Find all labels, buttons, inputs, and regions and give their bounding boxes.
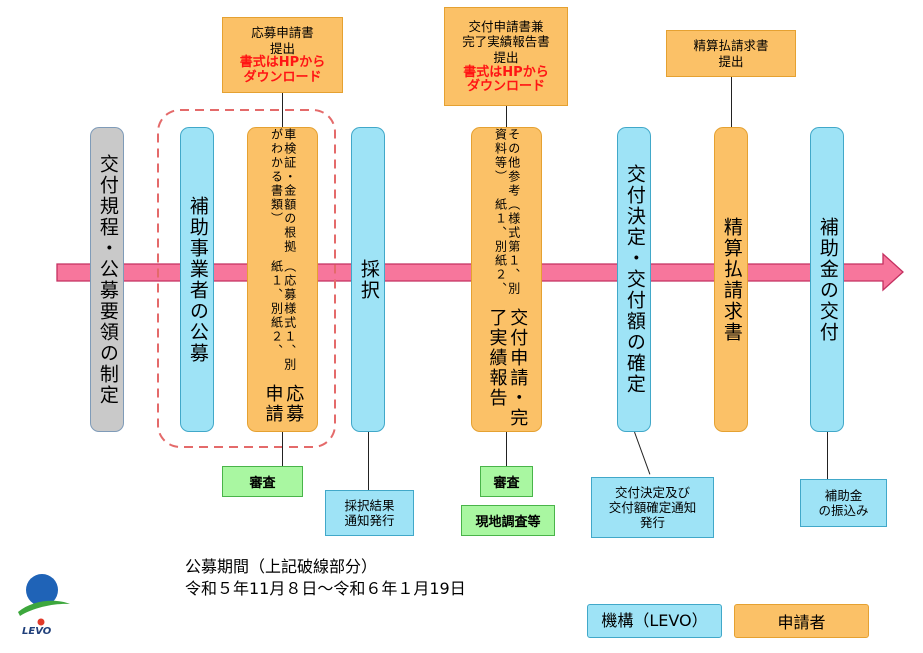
step-kettei: 交付決定・交付額の確定 [617,127,651,432]
oubo-main: 応募申請 [262,383,305,424]
legend-applicant: 申請者 [734,604,869,638]
step-seisan: 精算払請求書 [714,127,748,432]
connector-saitaku [368,432,370,490]
offering-period-label: 公募期間（上記破線部分） [185,557,378,576]
oubo-sub2: 車検証・金額の根拠がわかる書類） [269,128,297,254]
kofu-sub: （様式第１、別紙１、別紙２、 [493,198,521,297]
kettei-tsuchi-box: 交付決定及び 交付額確定通知 発行 [591,477,714,538]
connector-note2 [506,106,508,127]
connector-furikomi [827,432,829,479]
connector-shinsa2 [506,432,508,466]
kofu-sub2: その他参考資料等） [493,128,521,198]
kofu-main: 交付申請・完了実績報告 [486,308,529,429]
shinsa-box-2: 審査 [480,466,533,497]
note-seisan-teishutsu: 精算払請求書 提出 [666,30,796,77]
connector-note3 [731,77,733,127]
offering-period-dates: 令和５年11月８日～令和６年１月19日 [185,579,466,599]
genchi-chousa-box: 現地調査等 [461,505,555,536]
step-kofu-kitei: 交付規程・公募要領の制定 [90,127,124,432]
saitaku-kekka-box: 採択結果 通知発行 [325,490,414,536]
offering-period: 公募期間（上記破線部分） 令和５年11月８日～令和６年１月19日 [185,556,565,601]
levo-logo: LEVO [12,570,82,642]
step-kofu-shinsei: その他参考資料等） （様式第１、別紙１、別紙２、 交付申請・完了実績報告 [471,127,542,432]
connector-shinsa1 [282,432,284,466]
public-offering-dashed-frame [157,109,336,448]
legend-agency: 機構（LEVO） [587,604,722,638]
step-oubo-shinsei: 車検証・金額の根拠がわかる書類） （応募様式１、別紙１、別紙２、 応募申請 [247,127,318,432]
step-kofu: 補助金の交付 [810,127,844,432]
step-saitaku: 採択 [351,127,385,432]
levo-logo-icon [18,574,70,626]
furikomi-box: 補助金 の振込み [800,479,887,527]
note-oubo-teishutsu: 応募申請書 提出 書式はHPから ダウンロード [222,17,343,93]
oubo-sub: （応募様式１、別紙１、別紙２、 [269,260,297,373]
step-hojo-koubo: 補助事業者の公募 [180,127,214,432]
levo-logo-text: LEVO [22,626,52,637]
connector-note1 [282,93,284,127]
note-kofu-teishutsu: 交付申請書兼 完了実績報告書 提出 書式はHPから ダウンロード [444,7,568,106]
shinsa-box-1: 審査 [222,466,303,497]
